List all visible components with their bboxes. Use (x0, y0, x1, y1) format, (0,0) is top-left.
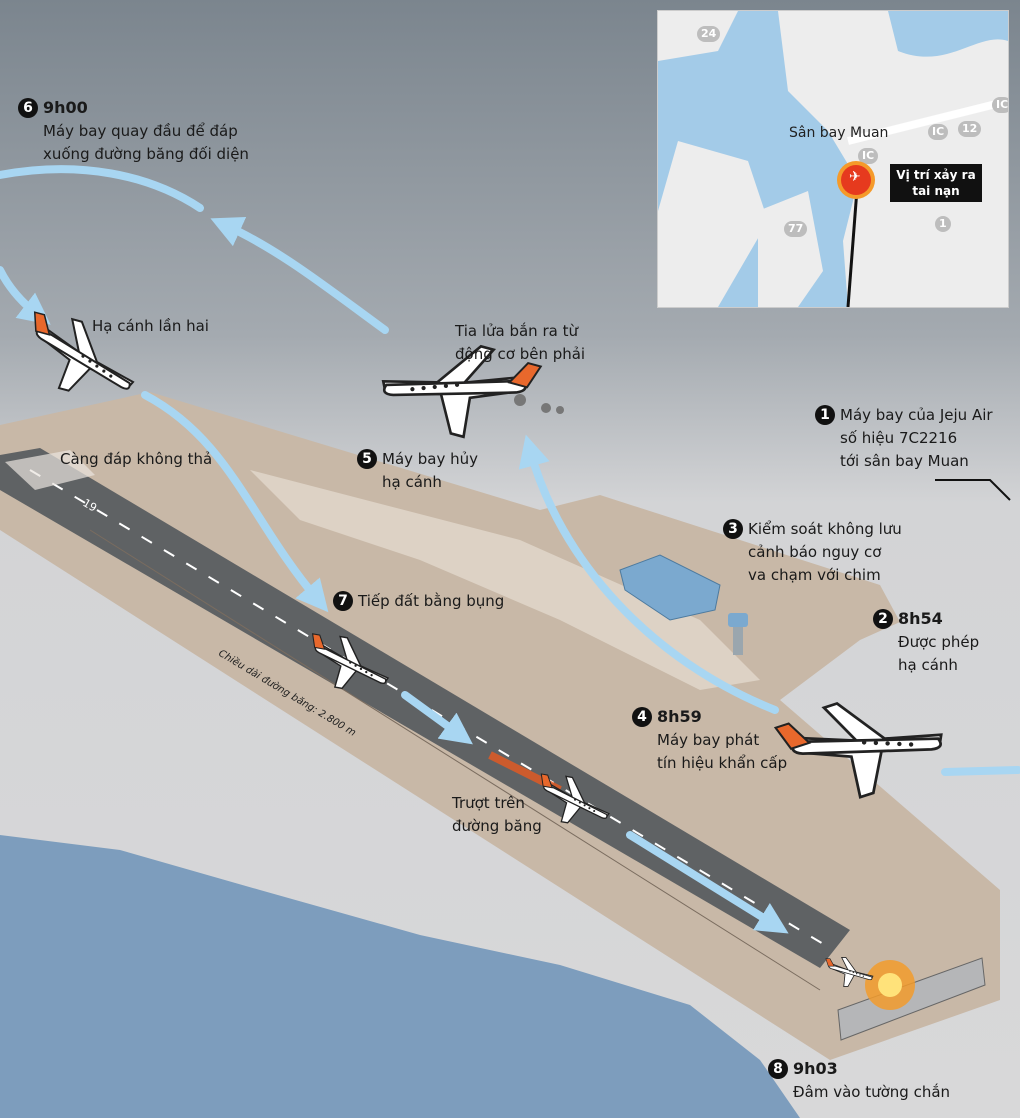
label-text: Máy bay hủy (382, 450, 479, 468)
map-background (658, 11, 1008, 307)
label-text: hạ cánh (382, 473, 442, 491)
label-text: Tia lửa bắn ra từ (455, 322, 578, 340)
terminal-building (619, 554, 721, 621)
label-text: Máy bay quay đầu để đáp (43, 122, 238, 140)
control-tower-cab (728, 613, 748, 627)
road-marker-24: 24 (697, 26, 721, 42)
label-text: va chạm với chim (748, 566, 881, 584)
sea (0, 835, 800, 1118)
label-text: Trượt trên (452, 794, 525, 812)
label-text: Kiểm soát không lưu (748, 520, 902, 538)
step-1: 1 Máy bay của Jeju Air số hiệu 7C2216 tới s… (815, 404, 993, 473)
road-marker-1: 1 (935, 216, 951, 232)
road-marker-ic: IC (928, 124, 949, 140)
apron (250, 470, 760, 690)
runway-length-line (89, 529, 821, 991)
explosion-core (878, 973, 902, 997)
step-5: 5 Máy bay hủy hạ cánh (357, 448, 478, 494)
note-second-landing: Hạ cánh lần hai (92, 317, 209, 335)
label-text: xuống đường băng đối diện (43, 145, 249, 163)
road-marker-77: 77 (784, 221, 808, 237)
label-text: đường băng (452, 817, 542, 835)
label-text: 9h00 (43, 98, 88, 117)
label-text: tới sân bay Muan (840, 452, 969, 470)
label-text: 5 (357, 449, 377, 469)
label-text: 3 (723, 519, 743, 539)
accident-location-callout: Vị trí xảy ra tai nạn (890, 164, 982, 202)
label-text: 4 (632, 707, 652, 727)
label-text: Tiếp đất bằng bụng (358, 592, 505, 610)
control-tower (733, 625, 743, 655)
label-text: động cơ bên phải (455, 345, 586, 363)
engine-smoke (514, 394, 564, 414)
label-text: 6 (18, 98, 38, 118)
road-marker-ic: IC (858, 148, 879, 164)
label-text: Máy bay phát (657, 731, 760, 749)
note-gear-not-deployed: Càng đáp không thả (60, 450, 213, 468)
note-sliding: Trượt trên đường băng (452, 792, 542, 838)
label-text: 7 (333, 591, 353, 611)
label-text: 8h54 (898, 609, 943, 628)
label-text: 2 (873, 609, 893, 629)
label-text: cảnh báo nguy cơ (748, 543, 882, 561)
label-text: 8h59 (657, 707, 702, 726)
label-text: Đâm vào tường chắn (793, 1083, 951, 1101)
label-text: hạ cánh (898, 656, 958, 674)
label-text: 8 (768, 1059, 788, 1079)
flight-path-goaround (210, 217, 389, 334)
slide-arrow-2 (626, 831, 789, 934)
map-airport-label: Sân bay Muan (789, 125, 889, 141)
barrier-wall (837, 957, 986, 1041)
flight-path-incoming (941, 766, 1020, 776)
label-text: 1 (815, 405, 835, 425)
flight-path-turn (0, 165, 204, 212)
location-map: 24 77 1 12 IC IC IC Sân bay Muan ✈ (657, 10, 1009, 308)
label-text: Máy bay của Jeju Air (840, 406, 993, 424)
step-7: 7 Tiếp đất bằng bụng (333, 590, 504, 613)
label-text: tín hiệu khẩn cấp (657, 754, 788, 772)
arrival-arrow (935, 479, 1011, 501)
runway-number: 19 (81, 496, 100, 514)
label-text: Được phép (898, 633, 980, 651)
slide-arrow-1 (401, 691, 473, 745)
step-3: 3 Kiểm soát không lưu cảnh báo nguy cơ va c… (723, 518, 902, 587)
road-marker-ic: IC (992, 97, 1008, 113)
flight-path-descent (141, 391, 329, 613)
flight-path-approach (518, 434, 779, 714)
runway-threshold (5, 450, 95, 490)
explosion-icon (841, 165, 871, 195)
road-marker-12: 12 (958, 121, 982, 137)
label-text: số hiệu 7C2216 (840, 429, 958, 447)
label-text: 9h03 (793, 1059, 838, 1078)
airplane-icon: ✈ (849, 169, 861, 185)
note-engine-sparks: Tia lửa bắn ra từ động cơ bên phải (455, 320, 585, 366)
